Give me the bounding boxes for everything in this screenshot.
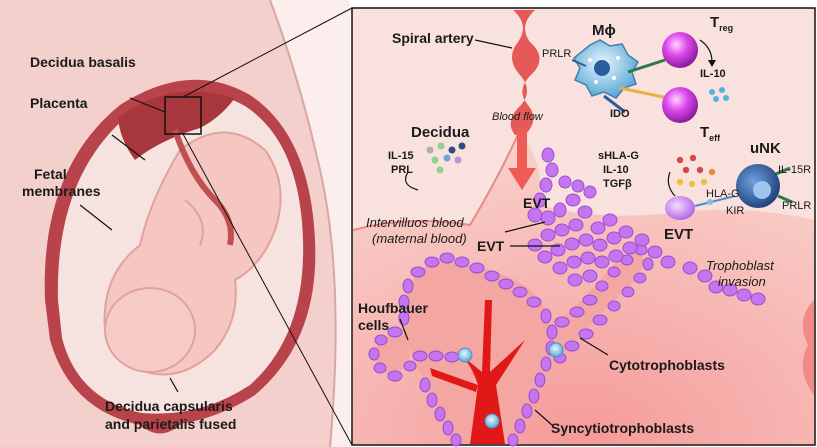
label-prl: PRL <box>391 164 413 176</box>
label-il10-treg: IL-10 <box>700 68 726 80</box>
label-fetal: Fetal <box>34 166 67 182</box>
label-syncytiotrophoblasts: Syncytiotrophoblasts <box>551 420 694 436</box>
label-decidua-capsularis: Decidua capsularis <box>105 398 233 414</box>
label-houfbauer: Houfbauer <box>358 300 428 316</box>
teff-cell <box>662 87 698 123</box>
label-maternal-blood: (maternal blood) <box>372 231 467 246</box>
label-trophoblast: Trophoblast <box>706 258 774 273</box>
label-prlr-unk: PRLR <box>782 200 811 212</box>
label-teff: Teff <box>700 124 720 143</box>
label-tgfb: TGFβ <box>603 178 632 190</box>
label-evt-column: EVT <box>523 195 550 211</box>
label-macrophage: Mϕ <box>592 22 616 39</box>
label-intervilluos-blood: Intervilluos blood <box>366 215 464 230</box>
treg-cell <box>662 32 698 68</box>
fetus-head <box>105 288 195 372</box>
label-membranes: membranes <box>22 183 101 199</box>
treg-letter: T <box>710 14 719 31</box>
label-evt-villus: EVT <box>477 238 504 254</box>
label-il15r: IL-15R <box>778 164 811 176</box>
treg-subscript: reg <box>719 23 733 33</box>
label-ido: IDO <box>610 108 630 120</box>
unk-nucleus <box>753 181 771 199</box>
label-placenta: Placenta <box>30 95 88 111</box>
label-parietalis-fused: and parietalis fused <box>105 416 236 432</box>
label-il15: IL-15 <box>388 150 414 162</box>
label-evt-cell: EVT <box>664 226 693 243</box>
label-cytotrophoblasts: Cytotrophoblasts <box>609 357 725 373</box>
label-shlag: sHLA-G <box>598 150 639 162</box>
label-hlag: HLA-G <box>706 188 740 200</box>
label-decidua-basalis: Decidua basalis <box>30 54 136 70</box>
label-decidua: Decidua <box>411 124 469 141</box>
label-treg: Treg <box>710 14 733 33</box>
label-unk: uNK <box>750 140 781 157</box>
label-prlr-macrophage: PRLR <box>542 48 571 60</box>
label-kir: KIR <box>726 205 744 217</box>
teff-letter: T <box>700 124 709 141</box>
evt-single-cell <box>665 196 695 220</box>
label-invasion: invasion <box>718 274 766 289</box>
label-il10-evt: IL-10 <box>603 164 629 176</box>
label-houfbauer-cells: cells <box>358 317 389 333</box>
label-blood-flow: Blood flow <box>492 111 543 123</box>
teff-subscript: eff <box>709 133 720 143</box>
label-spiral-artery: Spiral artery <box>392 30 474 46</box>
